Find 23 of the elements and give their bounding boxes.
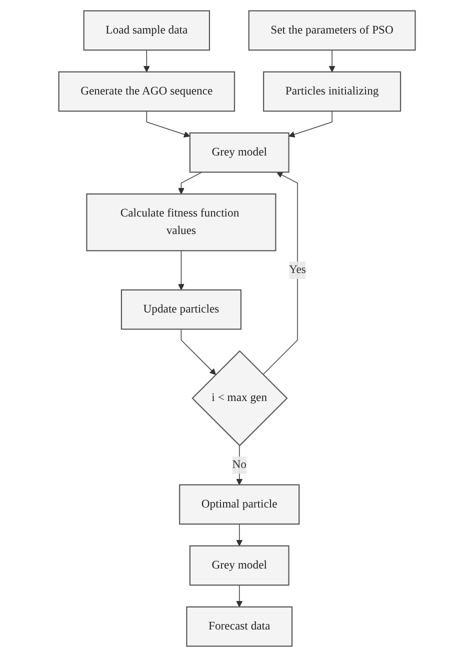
edge-label: No (232, 458, 246, 472)
edge-label: Yes (289, 264, 306, 276)
arrow (288, 110, 332, 138)
arrow (236, 524, 243, 546)
node-box: Calculate fitness function values (86, 193, 276, 252)
arrow (236, 584, 243, 608)
arrow (146, 110, 190, 138)
arrow (143, 50, 150, 72)
node-box: Generate the AGO sequence (58, 71, 236, 112)
arrow (328, 50, 336, 72)
node-box: Update particles (120, 289, 242, 330)
arrow (180, 328, 216, 375)
node-box: Particles initializing (263, 71, 402, 112)
arrow (178, 172, 202, 194)
node-box: Grey model (189, 132, 290, 173)
node-box: Grey model (189, 545, 290, 586)
arrow (262, 172, 298, 375)
node-box: Set the parameters of PSO (248, 10, 416, 51)
arrow (178, 250, 184, 290)
node-diamond: i < max gen (192, 350, 288, 446)
node-box: Forecast data (186, 606, 293, 647)
node-box: Optimal particle (179, 484, 300, 525)
node-box: Load sample data (83, 10, 210, 51)
